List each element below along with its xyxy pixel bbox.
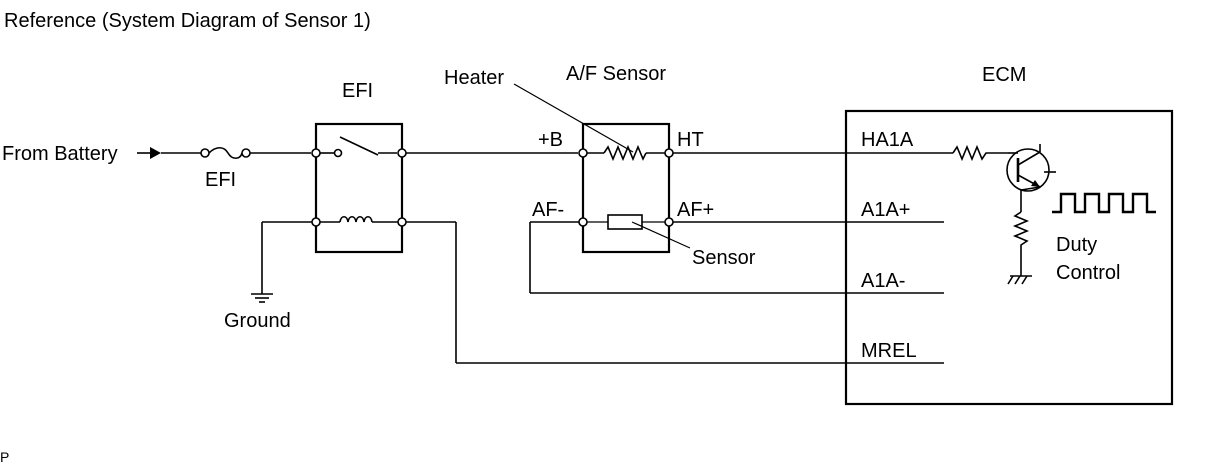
transistor-icon xyxy=(1006,144,1056,192)
ecm-label: ECM xyxy=(982,64,1026,86)
relay-coil-icon xyxy=(339,215,373,223)
heater-label: Heater xyxy=(444,67,504,89)
af-sensor-box xyxy=(581,122,671,254)
ground-icon xyxy=(251,293,273,303)
af-plus-label: AF+ xyxy=(677,199,714,221)
relay-switch-pivot xyxy=(333,148,343,158)
sensor-leader-line xyxy=(631,221,691,249)
fuse-terminal-right xyxy=(241,148,251,158)
af-minus-terminal xyxy=(578,217,588,227)
fuse-efi-label: EFI xyxy=(205,169,236,191)
ht-label: HT xyxy=(677,129,704,151)
ht-terminal xyxy=(664,148,674,158)
ground-label: Ground xyxy=(224,310,291,332)
efi-relay-box xyxy=(314,122,404,254)
relay-switch-terminal-right xyxy=(397,148,407,158)
relay-switch-blade xyxy=(339,136,379,156)
heater-resistor-icon xyxy=(603,144,647,162)
duty-label: Duty xyxy=(1056,234,1097,256)
sensor-element-icon xyxy=(607,214,643,230)
relay-coil-terminal-left xyxy=(311,217,321,227)
fuse-icon xyxy=(208,146,243,160)
relay-efi-label: EFI xyxy=(342,80,373,102)
a1a-minus-label: A1A- xyxy=(861,270,905,292)
heater-leader-line xyxy=(513,83,634,153)
mrel-label: MREL xyxy=(861,340,917,362)
arrow-right-icon xyxy=(150,147,161,159)
diagram-title: Reference (System Diagram of Sensor 1) xyxy=(4,10,371,32)
from-battery-label: From Battery xyxy=(2,143,118,165)
fuse-terminal-left xyxy=(200,148,210,158)
af-sensor-label: A/F Sensor xyxy=(566,63,666,85)
ecm-box xyxy=(844,109,1174,406)
plus-b-terminal xyxy=(578,148,588,158)
footer-mark: P xyxy=(0,449,9,465)
relay-switch-terminal-left xyxy=(311,148,321,158)
emitter-resistor-icon xyxy=(1012,211,1030,268)
control-label: Control xyxy=(1056,262,1120,284)
relay-coil-terminal-right xyxy=(397,217,407,227)
ecm-ground-icon xyxy=(1007,268,1032,285)
a1a-plus-label: A1A+ xyxy=(861,199,910,221)
ecm-base-resistor-icon xyxy=(952,144,1008,162)
ha1a-label: HA1A xyxy=(861,129,914,151)
af-minus-label: AF- xyxy=(532,199,564,221)
sensor-label: Sensor xyxy=(692,247,756,269)
duty-waveform-icon xyxy=(1052,192,1156,214)
plus-b-label: +B xyxy=(538,129,563,151)
af-plus-terminal xyxy=(664,217,674,227)
